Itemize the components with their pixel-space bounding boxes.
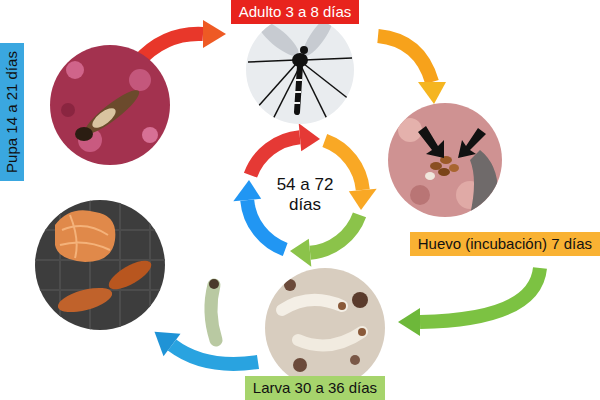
texture-spot <box>142 127 158 143</box>
fabric-texture <box>35 200 165 330</box>
stage-label: Adulto 3 a 8 días <box>231 0 360 24</box>
texture-spot <box>350 355 360 365</box>
larva <box>282 300 342 310</box>
photo-ground <box>388 103 502 217</box>
abdomen-band <box>295 79 302 81</box>
texture-spot <box>61 103 75 117</box>
arrow-head <box>290 239 311 267</box>
arrow-head <box>299 123 320 151</box>
insect-head <box>75 127 93 141</box>
texture-spot <box>284 279 296 291</box>
egg <box>425 172 435 180</box>
arrow-head <box>155 332 181 357</box>
photo-emergence <box>50 45 170 165</box>
texture-spot <box>352 292 368 308</box>
stage-label: Larva 30 a 36 días <box>245 376 385 400</box>
photo-ground <box>265 268 385 388</box>
larva <box>211 285 216 340</box>
texture-spot <box>66 61 84 79</box>
cycle-arrow <box>378 36 432 82</box>
arrow-head <box>349 189 377 210</box>
stage-text: Pupa 14 a 21 días <box>3 51 21 173</box>
insect-leg <box>302 68 330 125</box>
insect-leg <box>304 64 350 100</box>
ring-arrow <box>247 200 285 249</box>
photo-ground <box>35 200 165 330</box>
arrow-head <box>203 20 226 48</box>
arrow-head <box>233 180 261 201</box>
stage-text: Larva 30 a 36 días <box>253 379 377 397</box>
texture-spot <box>129 69 151 91</box>
pointer-arrow <box>418 126 444 158</box>
photo-ground <box>50 45 170 165</box>
cycle-arrow <box>172 345 258 364</box>
stage-label: Huevo (incubación) 7 días <box>410 232 600 256</box>
texture-spot <box>398 118 422 142</box>
texture-spot <box>293 358 307 372</box>
insect-head <box>300 46 308 54</box>
photo-pupae <box>35 200 165 330</box>
insect-leg <box>270 66 300 125</box>
cocoon <box>55 210 115 262</box>
photo-ground <box>246 16 354 124</box>
ring-arrow <box>310 215 359 253</box>
egg <box>430 162 442 170</box>
leaf-piece <box>470 150 498 215</box>
cycle-arrow <box>420 268 540 322</box>
ring-arrow <box>251 137 300 175</box>
stage-text: Huevo (incubación) 7 días <box>418 235 592 253</box>
larva-head <box>338 302 346 310</box>
stage-text: Adulto 3 a 8 días <box>239 3 352 21</box>
pupa <box>55 283 114 317</box>
pointer-arrow <box>458 128 486 158</box>
egg <box>449 164 459 172</box>
pupa <box>105 255 156 295</box>
total-duration: 54 a 72 días <box>272 175 338 215</box>
photo-adult <box>246 12 354 125</box>
abdomen-band <box>294 91 301 93</box>
cycle-arrow <box>138 34 203 62</box>
insect-abdomen <box>297 66 300 112</box>
photo-larvae <box>265 268 385 388</box>
insect-leg <box>304 58 352 60</box>
insect-leg <box>248 60 296 62</box>
arrow-head <box>398 308 420 336</box>
arrow-head <box>418 82 446 104</box>
egg <box>438 168 450 176</box>
larva-head <box>358 328 366 336</box>
photo-eggs <box>388 103 502 217</box>
insect-band <box>89 105 118 132</box>
texture-spot <box>410 185 430 205</box>
cocoon-fibre <box>60 215 110 258</box>
larva-head <box>209 279 219 289</box>
abdomen-band <box>294 102 300 104</box>
larva <box>298 332 362 345</box>
stage-label: Pupa 14 a 21 días <box>0 43 24 181</box>
